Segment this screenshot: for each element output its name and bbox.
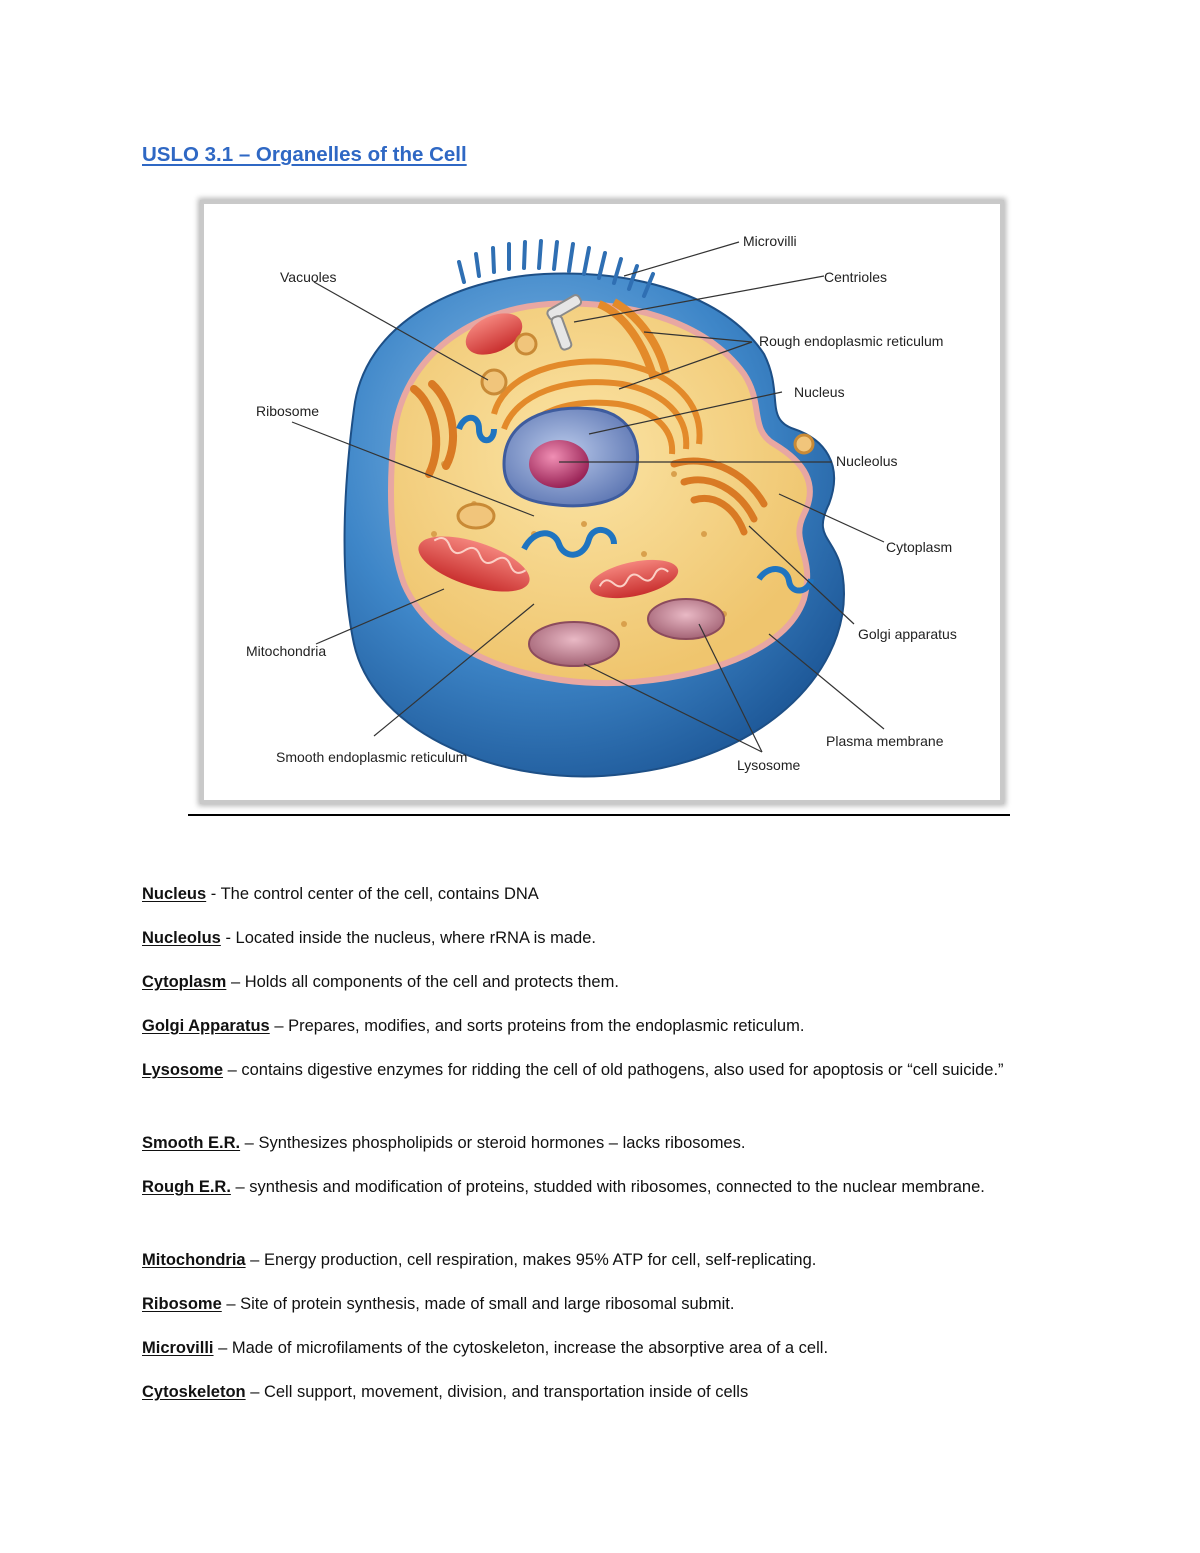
- cell-illustration: Microvilli Centrioles Vacuoles Rough end…: [246, 233, 957, 778]
- definition-text: Energy production, cell respiration, mak…: [263, 1251, 817, 1269]
- lysosome-shapes: [528, 598, 725, 667]
- mitochondria-shapes: [418, 313, 679, 599]
- label-cytoplasm: Cytoplasm: [886, 539, 952, 555]
- definition-term: Ribosome: [142, 1295, 222, 1313]
- leader-lines: [291, 241, 885, 753]
- definition-text: Cell support, movement, division, and tr…: [263, 1383, 749, 1401]
- label-plasma-membrane: Plasma membrane: [826, 733, 944, 749]
- definition-text: synthesis and modification of proteins, …: [249, 1178, 985, 1196]
- definition-term: Microvilli: [142, 1339, 214, 1357]
- definition-separator: –: [269, 1017, 289, 1035]
- definition-item: Cytoskeleton – Cell support, movement, d…: [142, 1378, 1062, 1407]
- definition-text: Holds all components of the cell and pro…: [244, 973, 619, 991]
- definition-item: Ribosome – Site of protein synthesis, ma…: [142, 1290, 1062, 1319]
- definition-text: The control center of the cell, contains…: [220, 885, 539, 903]
- definition-separator: -: [220, 929, 236, 947]
- definition-item: Nucleus - The control center of the cell…: [142, 880, 1062, 909]
- definition-term: Nucleus: [142, 885, 207, 903]
- cell-diagram: Microvilli Centrioles Vacuoles Rough end…: [200, 200, 1004, 804]
- definition-separator: –: [230, 1178, 250, 1196]
- definition-item: Microvilli – Made of microfilaments of t…: [142, 1334, 1062, 1363]
- definition-separator: –: [223, 1061, 242, 1079]
- definition-separator: -: [206, 885, 221, 903]
- definition-separator: –: [245, 1383, 264, 1401]
- definition-item: Smooth E.R. – Synthesizes phospholipids …: [142, 1129, 1062, 1158]
- definition-text: Prepares, modifies, and sorts proteins f…: [288, 1017, 805, 1035]
- label-ribosome: Ribosome: [256, 403, 319, 419]
- microvilli-shape: [457, 239, 655, 298]
- label-vacuoles: Vacuoles: [280, 269, 337, 285]
- label-rough-er: Rough endoplasmic reticulum: [759, 333, 943, 349]
- label-smooth-er: Smooth endoplasmic reticulum: [276, 749, 467, 765]
- vacuole-shapes: [456, 332, 815, 530]
- label-nucleus: Nucleus: [794, 384, 845, 400]
- definition-separator: –: [213, 1339, 232, 1357]
- definition-item: Nucleolus - Located inside the nucleus, …: [142, 924, 1062, 953]
- definition-item: Golgi Apparatus – Prepares, modifies, an…: [142, 1012, 1062, 1041]
- definition-item: Cytoplasm – Holds all components of the …: [142, 968, 1062, 997]
- page-title: USLO 3.1 – Organelles of the Cell: [142, 143, 467, 166]
- label-nucleolus: Nucleolus: [836, 453, 897, 469]
- label-centrioles: Centrioles: [824, 269, 887, 285]
- definition-term: Mitochondria: [142, 1251, 246, 1269]
- definition-text: contains digestive enzymes for ridding t…: [241, 1061, 1004, 1079]
- definition-text: Site of protein synthesis, made of small…: [240, 1295, 735, 1313]
- centrioles-shape: [546, 294, 583, 351]
- definition-text: Made of microfilaments of the cytoskelet…: [231, 1339, 829, 1357]
- definition-term: Lysosome: [142, 1061, 224, 1079]
- definition-term: Smooth E.R.: [142, 1134, 241, 1152]
- nucleolus-shape: [529, 440, 589, 488]
- label-microvilli: Microvilli: [743, 233, 797, 249]
- definition-term: Rough E.R.: [142, 1178, 231, 1196]
- definition-text: Located inside the nucleus, where rRNA i…: [235, 929, 596, 947]
- smooth-er-shape: [456, 414, 814, 594]
- label-golgi: Golgi apparatus: [858, 626, 957, 642]
- definition-separator: –: [221, 1295, 241, 1313]
- label-lysosome: Lysosome: [737, 757, 801, 773]
- definition-item: Lysosome – contains digestive enzymes fo…: [142, 1056, 1062, 1085]
- definition-term: Cytoskeleton: [142, 1383, 246, 1401]
- definition-separator: –: [245, 1251, 264, 1269]
- golgi-shape: [410, 380, 768, 536]
- definition-separator: –: [226, 973, 245, 991]
- definition-term: Cytoplasm: [142, 973, 227, 991]
- definition-term: Nucleolus: [142, 929, 221, 947]
- definition-item: Rough E.R. – synthesis and modification …: [142, 1173, 1062, 1202]
- definition-term: Golgi Apparatus: [142, 1017, 270, 1035]
- horizontal-rule: [188, 814, 1010, 816]
- nucleus-shape: [502, 406, 640, 508]
- label-mitochondria: Mitochondria: [246, 643, 326, 659]
- definition-text: Synthesizes phospholipids or steroid hor…: [258, 1134, 746, 1152]
- definition-separator: –: [240, 1134, 259, 1152]
- definition-item: Mitochondria – Energy production, cell r…: [142, 1246, 1062, 1275]
